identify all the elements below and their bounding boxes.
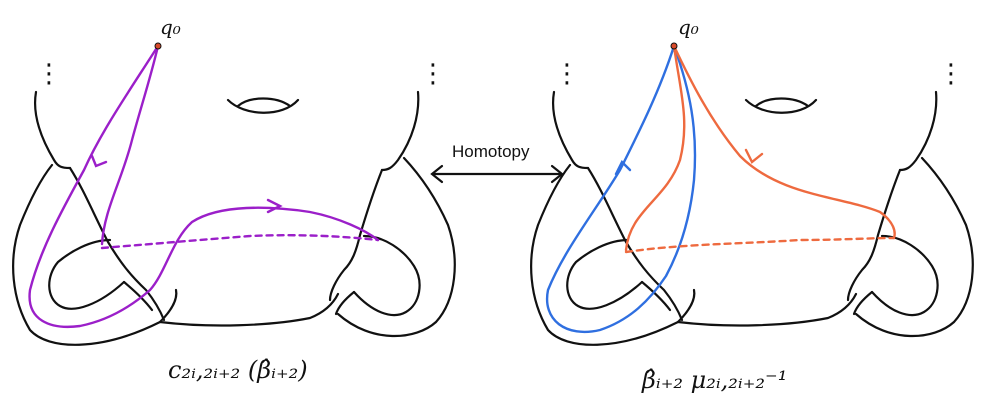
left-surface: ⋮ ⋮	[12, 59, 456, 346]
right-surface-dots-left: ⋮	[554, 59, 580, 89]
right-surface: ⋮ ⋮	[530, 59, 974, 346]
right-orange-path	[624, 44, 896, 254]
right-blue-path	[545, 44, 697, 333]
left-base-point-label: q₀	[160, 15, 181, 39]
homotopy-arrow	[430, 164, 564, 184]
right-caption: β̂ᵢ₊₂ μ₂ᵢ,₂ᵢ₊₂⁻¹	[641, 366, 787, 394]
left-caption: c₂ᵢ,₂ᵢ₊₂ (β̂ᵢ₊₂)	[168, 356, 308, 384]
right-surface-dots-right: ⋮	[938, 59, 964, 89]
left-base-point	[154, 42, 162, 50]
homotopy-label: Homotopy	[452, 142, 530, 161]
right-base-point	[670, 42, 678, 50]
left-surface-dots-left: ⋮	[36, 59, 62, 89]
right-base-point-label: q₀	[678, 15, 699, 39]
left-loop-path	[28, 44, 380, 328]
left-surface-dots-right: ⋮	[420, 59, 446, 89]
